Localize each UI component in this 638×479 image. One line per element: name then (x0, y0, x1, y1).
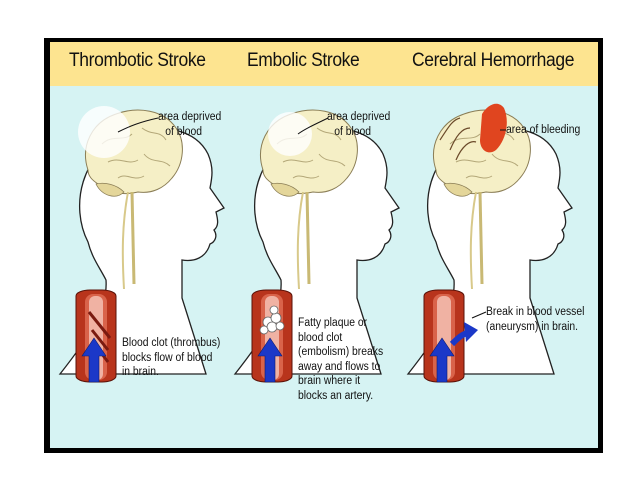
vessel-label-1: Blood clot (thrombus) blocks flow of blo… (122, 337, 221, 378)
panel-3-illustration (407, 103, 573, 383)
bleeding-area (480, 103, 507, 153)
deprived-area (78, 106, 130, 158)
brain-label-1: area deprived of blood (158, 111, 222, 138)
title-cerebral-hemorrhage: Cerebral Hemorrhage (412, 50, 575, 71)
vessel-label-3: Break in blood vessel (aneurysm) in brai… (486, 306, 585, 333)
brain-label-3: area of bleeding (506, 124, 581, 136)
vessel-label-2: Fatty plaque or blood clot (embolism) br… (298, 317, 384, 402)
title-thrombotic-stroke: Thrombotic Stroke (69, 50, 206, 71)
deprived-area (268, 112, 312, 156)
header-band (50, 42, 598, 86)
title-embolic-stroke: Embolic Stroke (247, 50, 360, 71)
brain-label-2: area deprived of blood (327, 111, 391, 138)
panel-1-illustration (59, 106, 225, 383)
panel-2-illustration (234, 108, 400, 383)
embolus (259, 305, 285, 335)
